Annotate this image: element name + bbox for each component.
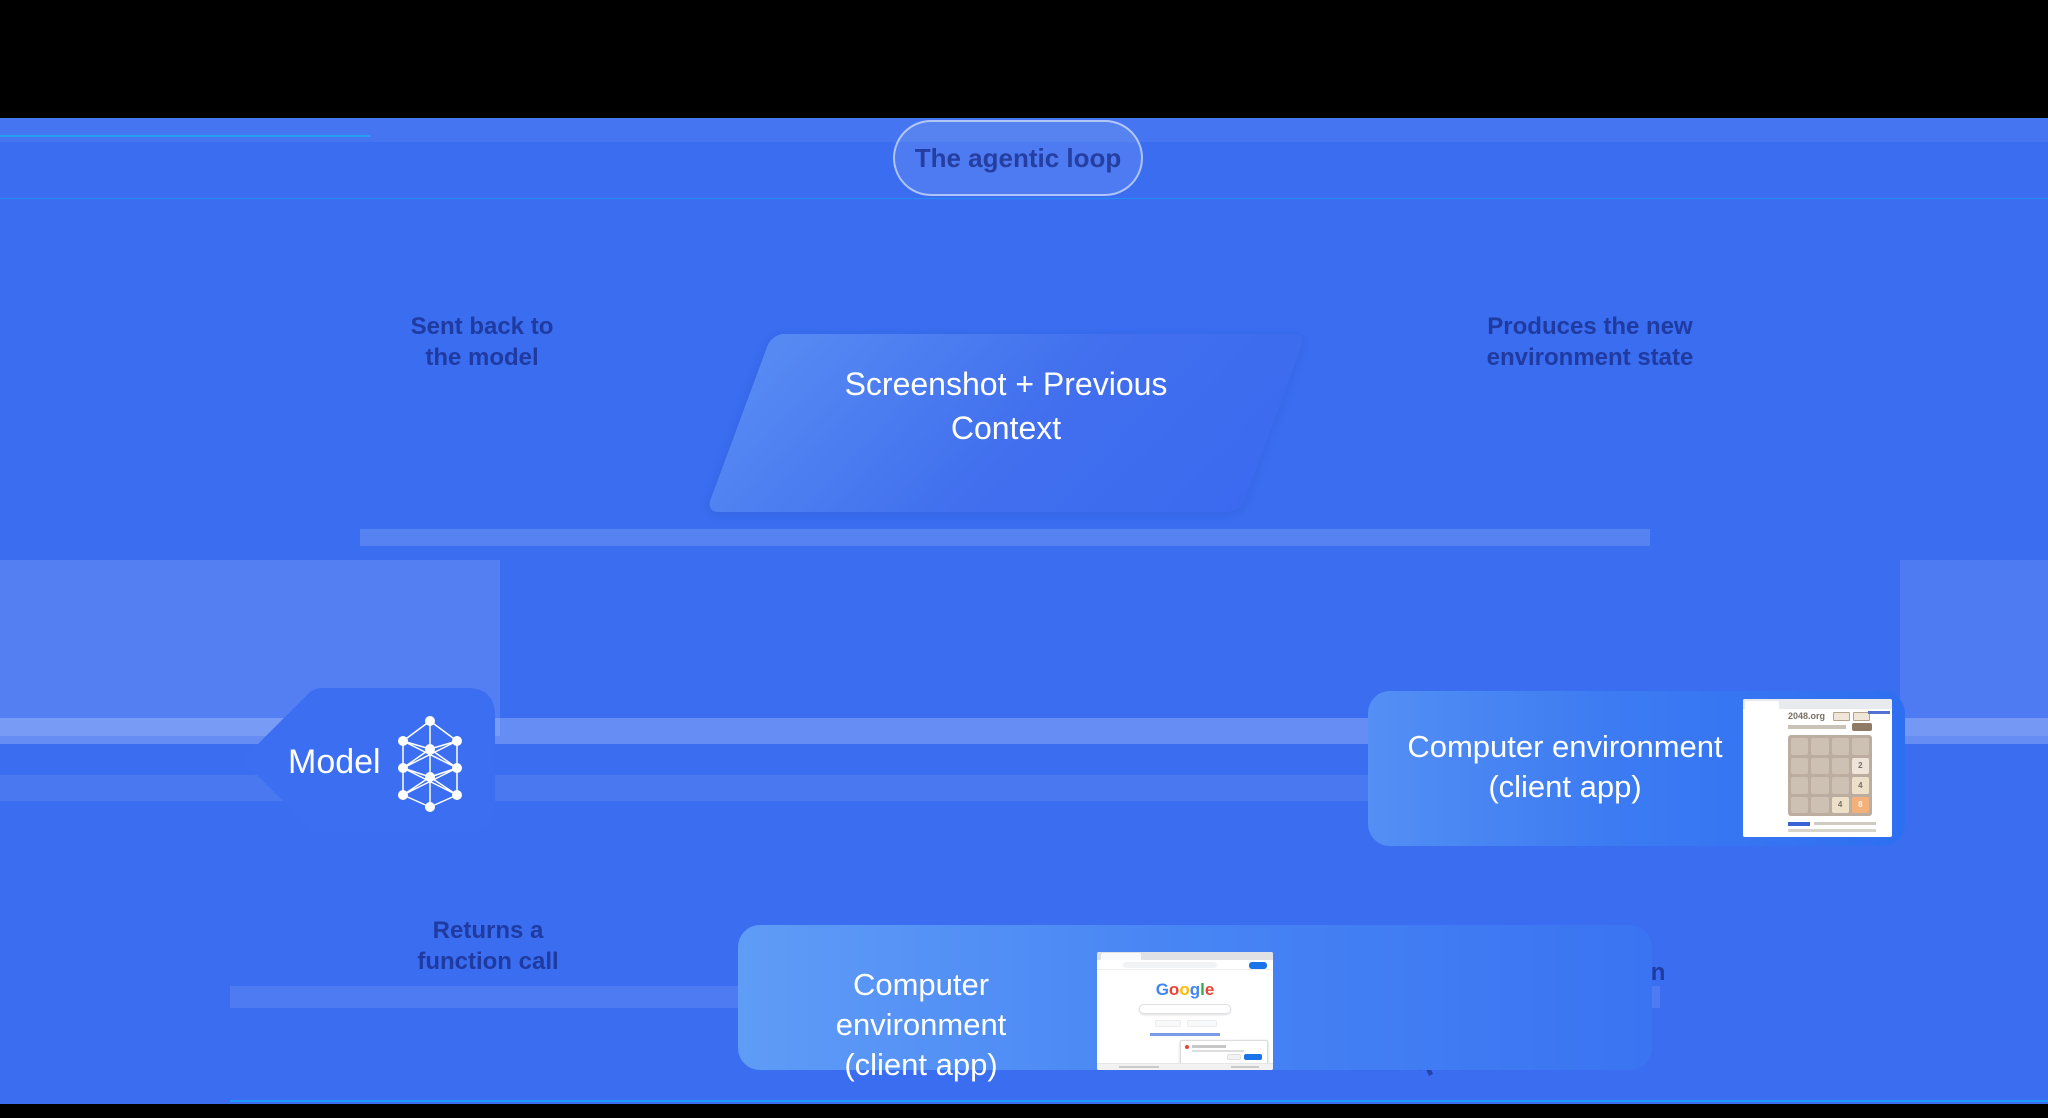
empty-cell	[1811, 796, 1829, 813]
model-node-label: Model	[288, 743, 381, 781]
browser-bar	[1743, 699, 1892, 709]
edge-label-line: Produces the new	[1487, 313, 1693, 340]
title-pill-label: The agentic loop	[914, 142, 1122, 173]
context-node-line1: Screenshot + Previous	[844, 366, 1168, 402]
empty-cell	[1791, 796, 1809, 813]
context-node-label: Screenshot + Previous Context	[806, 362, 1206, 450]
tile-2: 2	[1851, 757, 1869, 774]
env-bottom-label: Computer environment (client app)	[765, 965, 1077, 1085]
context-node-line2: Context	[950, 410, 1062, 446]
edge-label-line: environment state	[1486, 344, 1694, 371]
computer-environment-card-bottom: Computer environment (client app) Google	[738, 925, 1652, 1082]
header-link	[1868, 711, 1890, 714]
google-search-button	[1155, 1020, 1181, 1027]
empty-cell	[1831, 738, 1849, 755]
computer-environment-card-right: Computer environment (client app) 2048.o…	[1368, 691, 1905, 846]
subtitle-text	[1788, 725, 1846, 729]
dialog-secondary-button	[1227, 1054, 1241, 1060]
google-logo-letter: g	[1189, 980, 1201, 999]
empty-cell	[1851, 738, 1869, 755]
neural-network-icon	[398, 716, 462, 812]
background-stripe	[1900, 560, 2048, 736]
empty-cell	[1791, 777, 1809, 794]
dialog-primary-button	[1244, 1054, 1262, 1060]
bottom-letterbox-bar	[0, 1104, 2048, 1118]
best-box	[1853, 712, 1870, 721]
empty-cell	[1831, 757, 1849, 774]
edge-label-line: the model	[425, 344, 539, 371]
tile-8: 8	[1851, 796, 1869, 813]
top-letterbox-bar	[0, 0, 2048, 118]
dialog-icon	[1185, 1045, 1189, 1049]
empty-cell	[1811, 757, 1829, 774]
tile-4: 4	[1851, 777, 1869, 794]
empty-cell	[1791, 738, 1809, 755]
env-bottom-line1: Computer environment	[835, 967, 1007, 1042]
empty-cell	[1811, 738, 1829, 755]
background-stripe	[0, 198, 2048, 199]
google-logo-letter: l	[1200, 980, 1205, 999]
edge-label-line: Returns a	[432, 917, 544, 944]
env-right-label: Computer environment (client app)	[1390, 727, 1740, 807]
offered-in-link	[1150, 1033, 1220, 1036]
google-logo-letter: e	[1204, 980, 1215, 999]
browser-tab	[1101, 953, 1141, 960]
empty-cell	[1791, 757, 1809, 774]
edge-label-line: Sent back to	[410, 313, 554, 340]
edge-label-from-env-right: Produces the new environment state	[1487, 311, 1694, 373]
url-bar	[1123, 962, 1217, 968]
background-stripe	[0, 135, 370, 137]
google-logo: Google	[1097, 980, 1273, 1000]
background-stripe	[360, 529, 1650, 546]
edge-label-to-model: Sent back to the model	[411, 311, 554, 373]
google-logo-letter: o	[1168, 980, 1180, 999]
empty-cell	[1831, 777, 1849, 794]
google-logo-letter: G	[1155, 980, 1169, 999]
background-stripe	[230, 1100, 2048, 1102]
footer-links-right	[1231, 1066, 1259, 1068]
edge-label-line: function call	[417, 948, 559, 975]
browser-tab	[1745, 701, 1779, 709]
title-pill: The agentic loop	[893, 120, 1143, 196]
diagram-canvas: The agentic loop Screenshot + Previous C…	[0, 118, 2048, 1104]
google-screenshot-thumbnail: Google	[1097, 952, 1273, 1070]
browser-tab-strip	[1097, 952, 1273, 960]
new-game-button	[1852, 723, 1872, 731]
context-node: Screenshot + Previous Context	[706, 334, 1306, 512]
2048-site-title: 2048.org	[1788, 711, 1826, 721]
edge-label-from-model: Returns a function call	[417, 915, 558, 977]
env-right-line1: Computer environment	[1407, 729, 1723, 764]
env-bottom-line2: (client app)	[844, 1047, 998, 1082]
sign-in-button	[1249, 962, 1267, 969]
google-logo-letter: o	[1179, 980, 1190, 999]
tile-4: 4	[1831, 796, 1849, 813]
footer-text	[1788, 829, 1876, 832]
env-right-line2: (client app)	[1488, 769, 1642, 804]
footer-links-left	[1119, 1066, 1159, 1068]
page-footer	[1097, 1063, 1273, 1070]
dialog-text	[1192, 1050, 1244, 1052]
google-dialog	[1180, 1040, 1268, 1064]
footer-text	[1814, 822, 1876, 825]
footer-link	[1788, 822, 1810, 826]
dialog-text	[1192, 1045, 1226, 1048]
feeling-lucky-button	[1187, 1020, 1217, 1027]
empty-cell	[1811, 777, 1829, 794]
search-input	[1139, 1004, 1231, 1014]
score-box	[1833, 712, 1850, 721]
